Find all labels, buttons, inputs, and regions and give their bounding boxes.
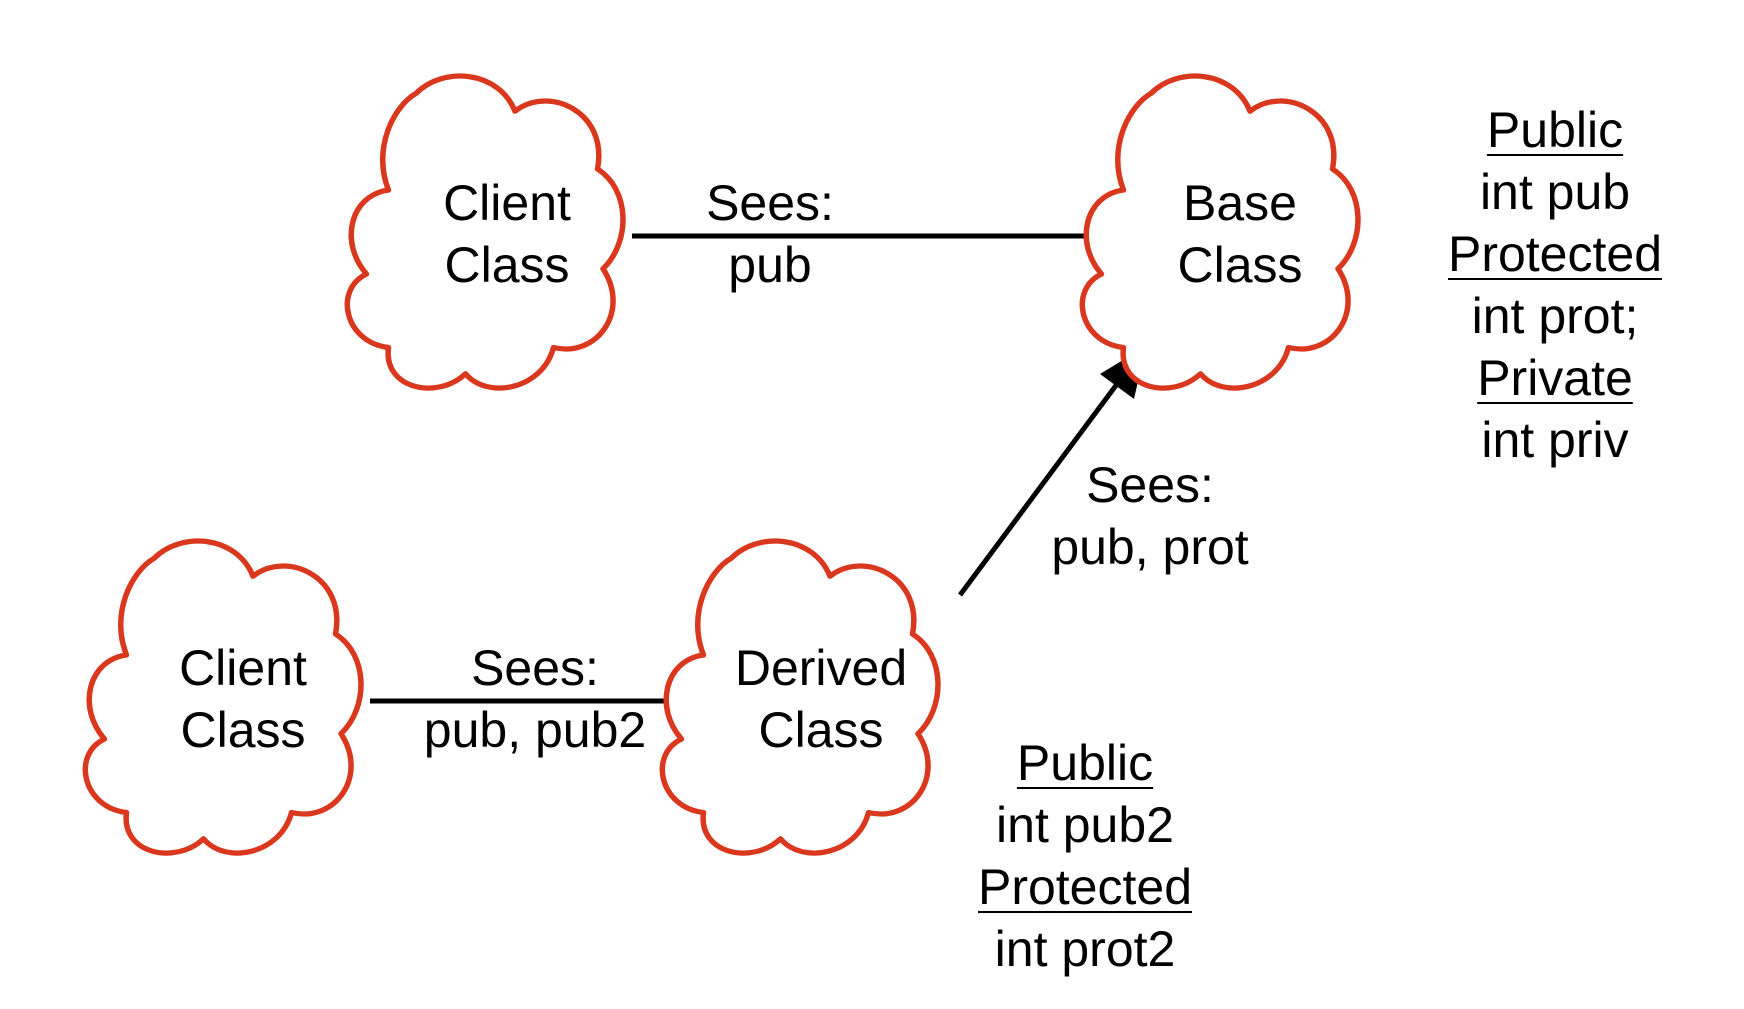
edge-label-client-base: Sees: pub <box>680 172 860 296</box>
base-public-heading: Public <box>1486 102 1624 158</box>
derived-protected-member: int prot2 <box>994 921 1176 977</box>
client-bottom-label-line1: Client <box>179 640 307 696</box>
base-protected-heading: Protected <box>1447 226 1662 282</box>
derived-public-heading: Public <box>1016 735 1154 791</box>
client-bottom-label: Client Class <box>143 637 343 761</box>
base-private-member: int priv <box>1481 412 1629 468</box>
edge-label-client-derived-line2: pub, pub2 <box>423 702 647 758</box>
derived-class-label: Derived Class <box>721 637 921 761</box>
derived-class-label-line2: Class <box>758 702 884 758</box>
edge-label-client-base-line1: Sees: <box>706 175 834 231</box>
edge-derived-base <box>957 378 1123 597</box>
client-top-label-line2: Class <box>444 237 570 293</box>
edge-label-derived-base-line2: pub, prot <box>1051 519 1249 575</box>
client-bottom-label-line2: Class <box>180 702 306 758</box>
edge-label-derived-base: Sees: pub, prot <box>1030 454 1270 578</box>
edge-label-client-base-line2: pub <box>728 237 812 293</box>
edge-label-derived-base-line1: Sees: <box>1086 457 1214 513</box>
base-class-label: Base Class <box>1140 172 1340 296</box>
base-public-member: int pub <box>1479 164 1631 220</box>
base-class-label-line2: Class <box>1177 237 1303 293</box>
base-protected-member: int prot; <box>1471 288 1639 344</box>
base-members-list: Public int pub Protected int prot; Priva… <box>1430 99 1680 471</box>
derived-public-member: int pub2 <box>996 797 1174 853</box>
derived-class-label-line1: Derived <box>734 640 908 696</box>
derived-members-list: Public int pub2 Protected int prot2 <box>960 732 1210 980</box>
derived-protected-heading: Protected <box>977 859 1192 915</box>
base-class-label-line1: Base <box>1183 175 1297 231</box>
client-top-label-line1: Client <box>443 175 571 231</box>
client-top-label: Client Class <box>407 172 607 296</box>
edge-label-client-derived: Sees: pub, pub2 <box>415 637 655 761</box>
edge-label-client-derived-line1: Sees: <box>471 640 599 696</box>
base-private-heading: Private <box>1477 350 1633 406</box>
